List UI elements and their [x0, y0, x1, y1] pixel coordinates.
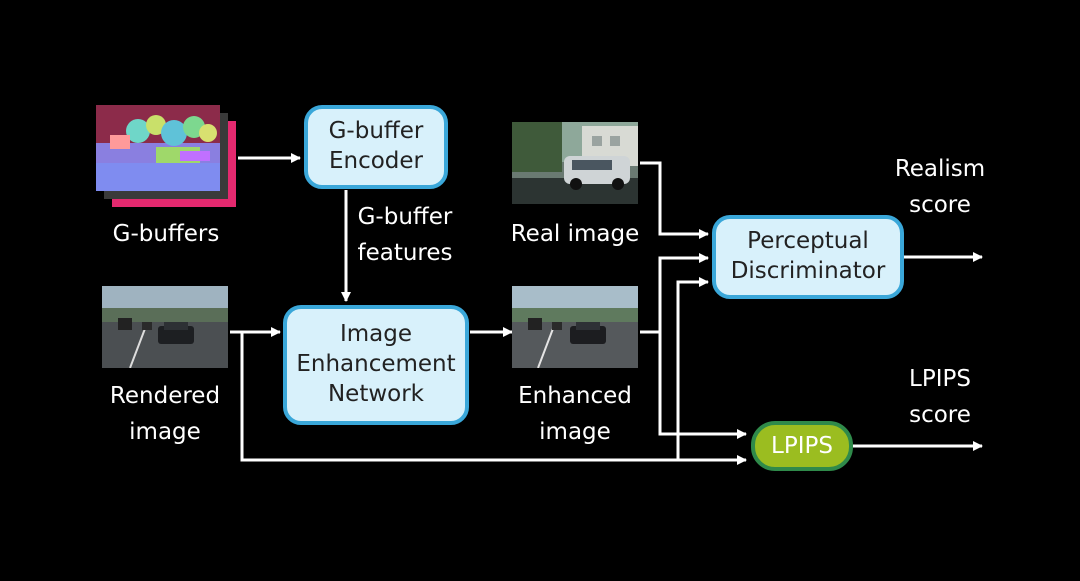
real-image-graphic — [512, 122, 638, 204]
enhanced-image-graphic — [512, 286, 638, 368]
edge-feed-discriminator — [676, 277, 709, 460]
edge-real-discriminator — [640, 161, 709, 239]
rendered-image-line1: Rendered — [109, 383, 221, 409]
enhancement-label-line2: Enhancement — [296, 351, 456, 378]
realism-score-label: Realism score — [880, 152, 1000, 223]
realism-score-line1: Realism — [894, 156, 986, 182]
gbuffers-image — [96, 105, 236, 207]
discriminator-label-line1: Perceptual — [747, 228, 869, 255]
discriminator-label-line2: Discriminator — [730, 258, 886, 284]
edge-enhanced-discriminator-b — [658, 332, 747, 439]
realism-score-line2: score — [909, 191, 971, 218]
rendered-image-label: Rendered image — [92, 379, 238, 450]
edge-rendered-lpips — [240, 332, 747, 465]
rendered-image-line2: image — [129, 418, 201, 445]
image-enhancement-network-node: Image Enhancement Network — [283, 305, 469, 425]
gbuffers-label-text: G-buffers — [112, 221, 220, 247]
real-image-label: Real image — [500, 217, 650, 253]
rendered-image-thumbnail — [102, 286, 228, 368]
real-image-label-text: Real image — [510, 221, 640, 247]
gbuffer-encoder-label-line2: Encoder — [328, 148, 424, 174]
enhanced-image-line1: Enhanced — [518, 383, 632, 409]
lpips-node-label: LPIPS — [771, 433, 833, 459]
gbuffers-label: G-buffers — [96, 217, 236, 253]
real-image-thumbnail — [512, 122, 638, 204]
enhancement-label-line3: Network — [327, 380, 425, 407]
rendered-image-graphic — [102, 286, 228, 368]
lpips-score-line2: score — [909, 401, 971, 428]
gbuffer-features-line2: features — [357, 239, 453, 266]
gbuffer-encoder-label-line1: G-buffer — [328, 118, 424, 145]
enhanced-image-thumbnail — [512, 286, 638, 368]
enhancement-label-line1: Image — [339, 321, 413, 348]
enhanced-image-line2: image — [539, 418, 611, 445]
lpips-node: LPIPS — [751, 421, 853, 471]
gbuffer-encoder-node: G-buffer Encoder — [304, 105, 448, 189]
enhanced-image-label: Enhanced image — [500, 379, 650, 450]
gbuffers-stack-graphic — [96, 105, 236, 207]
lpips-score-line1: LPIPS — [909, 366, 971, 392]
edge-enhanced-discriminator-a — [640, 253, 709, 334]
perceptual-discriminator-node: Perceptual Discriminator — [712, 215, 904, 299]
gbuffer-features-line1: G-buffer — [357, 204, 453, 230]
lpips-score-label: LPIPS score — [880, 362, 1000, 433]
gbuffer-features-label: G-buffer features — [350, 200, 460, 271]
